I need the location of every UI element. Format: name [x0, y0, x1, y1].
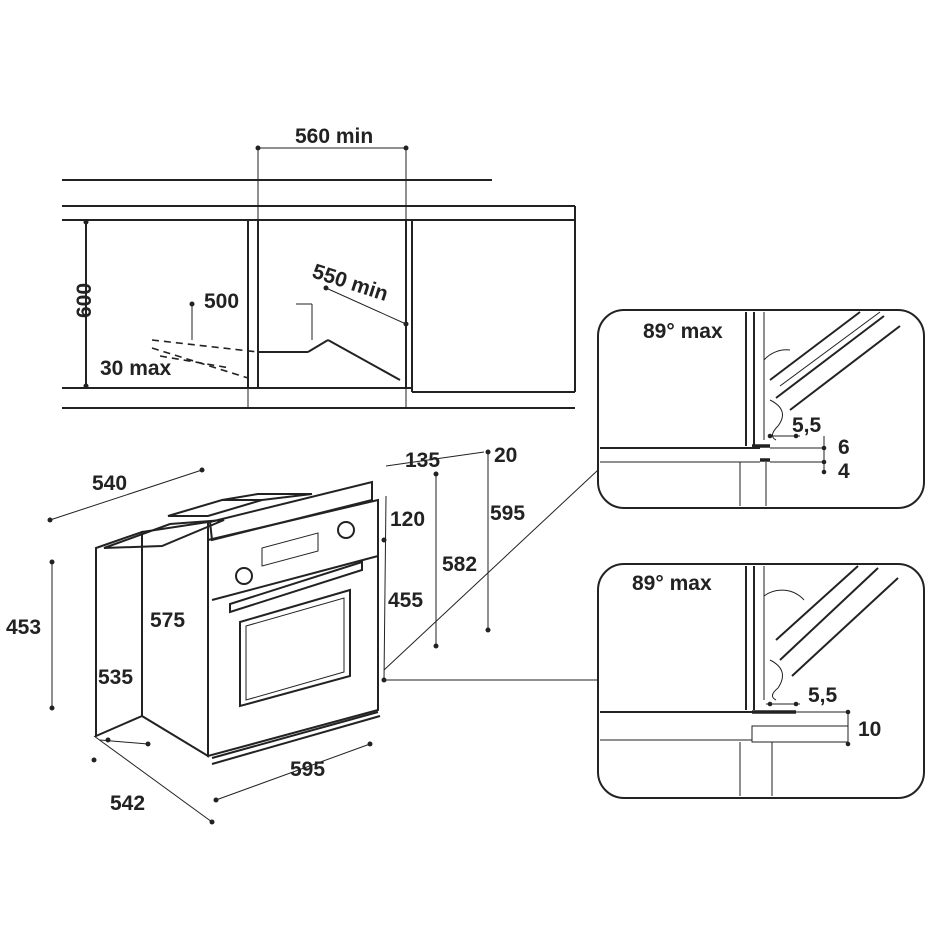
oven-120-label: 120	[390, 508, 425, 531]
detail-top-5-5-label: 5,5	[792, 414, 822, 437]
detail-bottom-angle-label: 89° max	[632, 572, 712, 595]
detail-panel-top	[597, 309, 925, 509]
detail-top-4-label: 4	[838, 460, 850, 483]
oven-535-label: 535	[98, 666, 133, 689]
detail-panel-bottom	[597, 563, 925, 799]
oven-135-label: 135	[405, 449, 440, 472]
detail-bottom-10-label: 10	[858, 718, 881, 741]
oven-542-label: 542	[110, 792, 145, 815]
oven-582-label: 582	[442, 553, 477, 576]
niche-gap-label: 30 max	[100, 357, 172, 380]
oven-575-label: 575	[150, 609, 185, 632]
oven-453-label: 453	[6, 616, 41, 639]
oven-isometric	[47, 449, 599, 825]
detail-top-angle-label: 89° max	[643, 320, 723, 343]
oven-455-label: 455	[388, 589, 423, 612]
detail-top-6-label: 6	[838, 436, 850, 459]
niche-height-label: 600	[73, 283, 96, 318]
niche-opening-label: 500	[204, 290, 239, 313]
oven-width-540-label: 540	[92, 472, 127, 495]
oven-595-height-label: 595	[490, 502, 525, 525]
oven-20-label: 20	[494, 444, 517, 467]
niche-width-label: 560 min	[295, 125, 373, 148]
detail-bottom-5-5-label: 5,5	[808, 684, 838, 707]
cabinet-niche	[62, 145, 576, 409]
oven-595-width-label: 595	[290, 758, 325, 781]
